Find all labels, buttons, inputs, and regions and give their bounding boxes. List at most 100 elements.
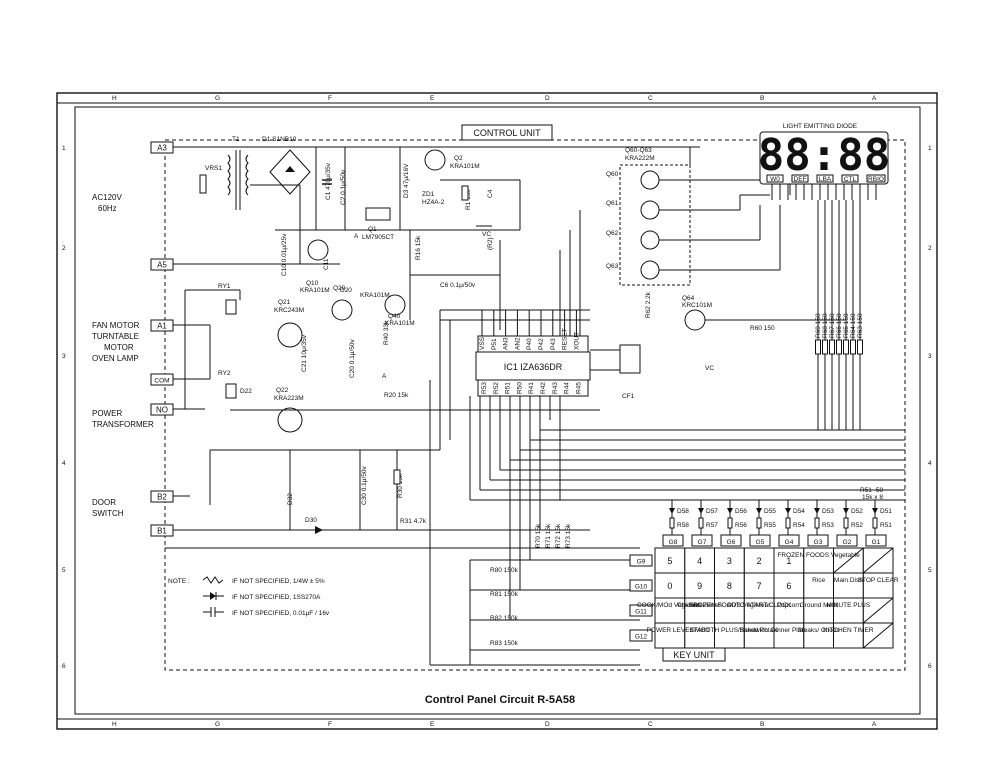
key-label: 7 [757, 581, 762, 591]
grid-row-label: G11 [635, 609, 647, 616]
svg-text:KRC243M: KRC243M [274, 307, 304, 314]
grid-row-tag [629, 604, 653, 617]
border-letter: H [112, 721, 117, 728]
key-label: Ground Meat [800, 602, 838, 609]
ic-pin-top: P43 [550, 338, 557, 350]
svg-text:Q62: Q62 [606, 230, 619, 237]
border-number: 1 [62, 145, 66, 152]
border-number: 1 [928, 145, 932, 152]
svg-text:R83 150k: R83 150k [490, 640, 519, 647]
svg-text:KRA101M: KRA101M [450, 163, 480, 170]
grid-column-tag [749, 534, 771, 547]
load-fan-motor: FAN MOTOR [92, 321, 140, 330]
row-resistors: R80 150k R81 150k R82 150k R83 150k [490, 567, 519, 647]
segment-resistor-label: R67 150 [829, 313, 836, 338]
terminal-b2-label: B2 [157, 493, 167, 502]
key-label: Rice [812, 577, 825, 584]
border-number: 3 [928, 353, 932, 360]
ic-pin-top: P51 [491, 338, 498, 350]
terminal-b1-label: B1 [157, 527, 167, 536]
svg-text:C2 0.1μ/50v: C2 0.1μ/50v [340, 169, 347, 205]
svg-text:R31 4.7k: R31 4.7k [400, 518, 427, 525]
ic-pin-bottom: R52 [493, 382, 500, 394]
diode-symbol-icon [210, 592, 216, 600]
svg-text:Q64: Q64 [682, 295, 695, 302]
terminal-no-label: NO [156, 406, 168, 415]
load-turntable: TURNTABLE [92, 332, 139, 341]
ic-pin-top: XOUT [573, 332, 580, 350]
svg-text:C21 10μ/35v: C21 10μ/35v [301, 334, 308, 372]
diode-label: D58 [677, 508, 689, 515]
svg-text:KRA101M: KRA101M [385, 320, 415, 327]
border-letters-top: H G F E D C B A [112, 95, 877, 102]
note-resistor: IF NOT SPECIFIED, 1/4W ± 5% [232, 578, 325, 585]
diode-icon [843, 508, 849, 514]
border-letter: A [872, 721, 877, 728]
border-number: 4 [62, 460, 66, 467]
border-numbers-left: 1 2 3 4 5 6 [62, 145, 66, 670]
key-label: Baked Potato [740, 627, 779, 634]
diode-label: D52 [851, 508, 863, 515]
led-label: LIGHT EMITTING DIODE [783, 123, 858, 130]
diode-resistor-label: R57 [706, 522, 718, 529]
border-number: 3 [62, 353, 66, 360]
key-label: Dinner Plate [771, 627, 807, 634]
border-letter: E [430, 721, 435, 728]
border-letter: F [328, 721, 332, 728]
key-cell-empty [862, 547, 894, 574]
terminal-a1-label: A1 [157, 322, 167, 331]
svg-text:R72 15k: R72 15k [555, 523, 562, 548]
notes-title: NOTE : [168, 578, 190, 585]
svg-text:Q60-Q63: Q60-Q63 [625, 147, 652, 154]
load-power: POWER [92, 409, 122, 418]
ic-pin-top: RESET [562, 328, 569, 350]
grid-column-label: G7 [698, 539, 707, 546]
door-switch-area: C30 0.1μ/50v R30 15k D32 D30 R31 4.7k [287, 465, 427, 534]
key-label: FROZEN FOODS Veg/Meal [689, 602, 770, 609]
svg-text:R16 15k: R16 15k [415, 235, 422, 260]
key-label: COOK/MOd Vegetable [637, 602, 703, 609]
svg-text:ZD1: ZD1 [422, 191, 435, 198]
ic1-bus [429, 210, 905, 666]
border-number: 6 [928, 663, 932, 670]
segment-resistor [857, 339, 863, 355]
svg-text:R51~58: R51~58 [860, 487, 883, 494]
svg-text:R30 15k: R30 15k [397, 473, 404, 498]
terminal-a5-label: A5 [157, 261, 167, 270]
ic1-label: IC1 IZA636DR [504, 362, 563, 372]
ic-pin-top: AN2 [514, 337, 521, 350]
key-unit-label-box [662, 647, 726, 662]
key-cell [862, 622, 894, 649]
segment-resistor-label: R68 150 [822, 313, 829, 338]
diode-label: D54 [793, 508, 805, 515]
svg-text:KRA222M: KRA222M [625, 155, 655, 162]
svg-text:C1 470μ/35v: C1 470μ/35v [325, 162, 332, 200]
svg-text:15k x 8: 15k x 8 [862, 494, 883, 501]
segment-resistor [843, 339, 849, 355]
svg-text:C20 0.1μ/50v: C20 0.1μ/50v [349, 338, 356, 378]
ic-pin-top: P40 [526, 338, 533, 350]
notes: NOTE : IF NOT SPECIFIED, 1/4W ± 5% IF NO… [168, 576, 330, 617]
diode-icon [814, 508, 820, 514]
diode-resistor-label: R52 [851, 522, 863, 529]
svg-text:R70 15k: R70 15k [535, 523, 542, 548]
border-letter: G [215, 721, 220, 728]
svg-text:CF1: CF1 [622, 393, 635, 400]
svg-text:R73 15k: R73 15k [565, 523, 572, 548]
border-number: 2 [928, 245, 932, 252]
key-label: FROZEN FOODS Vegetable [777, 552, 860, 559]
svg-text:HZ4A-2: HZ4A-2 [422, 199, 445, 206]
ac-input-frequency: 60Hz [98, 204, 117, 213]
r70-r73: R70 15k R71 15k R72 15k R73 15k [535, 523, 572, 548]
load-oven-lamp: OVEN LAMP [92, 354, 139, 363]
grid-row-label: G9 [637, 559, 646, 566]
svg-text:Q60: Q60 [606, 171, 619, 178]
svg-text:D32: D32 [287, 493, 294, 505]
terminal-a3-label: A3 [157, 144, 167, 153]
key-label: 9 [697, 581, 702, 591]
grid-column-tag [865, 534, 887, 547]
key-label: 0 [667, 581, 672, 591]
grid-column-label: G1 [872, 539, 881, 546]
svg-text:R81 150k: R81 150k [490, 591, 519, 598]
